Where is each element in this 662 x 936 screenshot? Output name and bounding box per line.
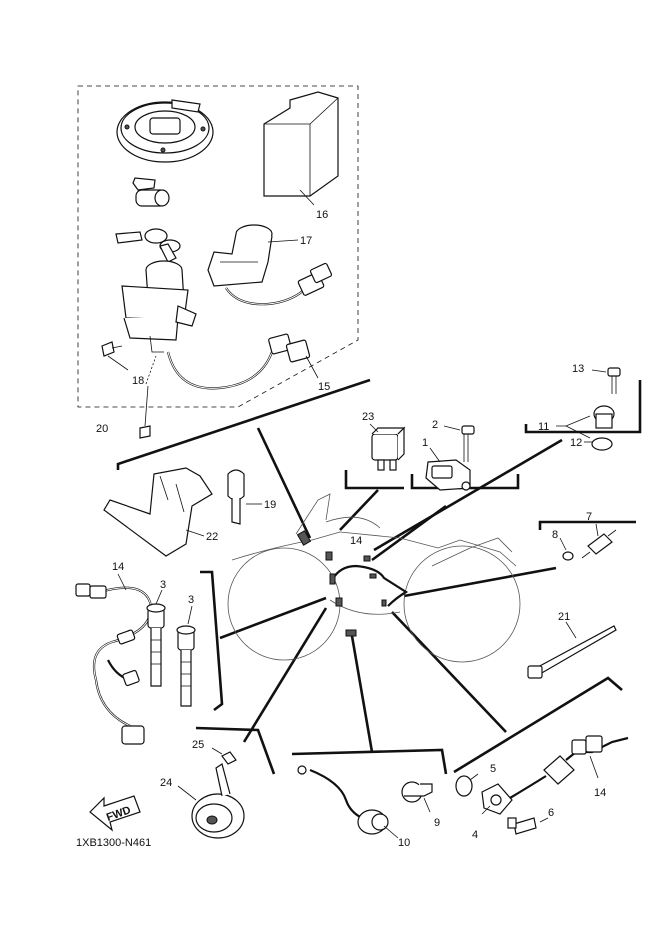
- immobilizer-coupler: [297, 262, 333, 296]
- relay-23: [371, 426, 406, 471]
- callout-22: 22: [206, 531, 218, 543]
- sensor-10-wire: [309, 768, 363, 819]
- group-bracket-top: [116, 378, 371, 470]
- ecu-unit: [263, 91, 339, 197]
- main-switch-coupler: [268, 333, 311, 363]
- callout-5: 5: [490, 763, 496, 775]
- sensor-7: [581, 529, 617, 559]
- kit-dashed-border: [77, 85, 359, 408]
- left-harness-14: [92, 586, 152, 727]
- callout-23: 23: [362, 411, 374, 423]
- sensor-9: [401, 781, 433, 803]
- drawing-code: 1XB1300-N461: [76, 837, 151, 849]
- callout-17: 17: [300, 235, 312, 247]
- cable-tie-21: [527, 625, 617, 679]
- group-bracket-bottom-mid: [291, 748, 448, 775]
- callout-7: 7: [586, 511, 592, 523]
- bracket-22: [103, 467, 213, 557]
- bolt-18: [101, 341, 123, 357]
- callout-8: 8: [552, 529, 558, 541]
- callout-14-bike: 14: [350, 535, 362, 547]
- group-bracket-temp: [538, 520, 636, 530]
- o-ring-5: [455, 775, 473, 797]
- bolt-2: [461, 425, 475, 462]
- harness-marks: [296, 530, 387, 637]
- immobilizer-wire: [225, 287, 305, 306]
- seat-lock: [132, 177, 170, 207]
- sensor-3a: [146, 603, 166, 687]
- immobilizer-unit: [207, 224, 273, 287]
- callout-10: 10: [398, 837, 410, 849]
- callout-15: 15: [318, 381, 330, 393]
- callout-14-right: 14: [594, 787, 606, 799]
- main-switch: [121, 260, 197, 353]
- ignition-keys: [115, 228, 181, 263]
- callout-18: 18: [132, 375, 144, 387]
- callout-4: 4: [472, 829, 478, 841]
- horn-24: [191, 763, 245, 839]
- callout-2: 2: [432, 419, 438, 431]
- sensor-10: [297, 765, 389, 835]
- group-bracket-bottom-left: [195, 726, 276, 775]
- group-bracket-left: [200, 570, 224, 712]
- bolt-20: [139, 385, 151, 439]
- group-bracket-relay: [344, 470, 404, 490]
- bolt-13: [607, 367, 621, 394]
- callout-16: 16: [316, 209, 328, 221]
- group-bracket-bottom-right: [453, 676, 623, 774]
- key-19: [227, 469, 245, 525]
- left-harness-couplers: [75, 583, 145, 745]
- fwd-arrow: FWD: [89, 795, 141, 832]
- callout-12: 12: [570, 437, 582, 449]
- callout-11: 11: [538, 421, 549, 433]
- main-switch-wire: [166, 351, 274, 390]
- callout-13: 13: [572, 363, 584, 375]
- fuel-tank-cap: [116, 99, 214, 163]
- callout-20: 20: [96, 423, 108, 435]
- callout-3b: 3: [188, 594, 194, 606]
- callout-1: 1: [422, 437, 428, 449]
- right-harness-14: [543, 735, 629, 785]
- sensor-3b: [176, 625, 196, 707]
- bike-harness: [331, 564, 409, 607]
- washer-8: [562, 551, 574, 561]
- callout-14-left: 14: [112, 561, 124, 573]
- bolt-6: [507, 817, 537, 835]
- o-ring-12: [591, 437, 613, 451]
- callout-19: 19: [264, 499, 276, 511]
- callout-24: 24: [160, 777, 172, 789]
- group-bracket-right: [524, 380, 642, 434]
- nut-25: [221, 751, 237, 765]
- callout-6: 6: [548, 807, 554, 819]
- sensor-1: [425, 459, 471, 491]
- sensor-11: [593, 405, 615, 429]
- callout-25: 25: [192, 739, 204, 751]
- callout-21: 21: [558, 611, 570, 623]
- callout-3a: 3: [160, 579, 166, 591]
- callout-9: 9: [434, 817, 440, 829]
